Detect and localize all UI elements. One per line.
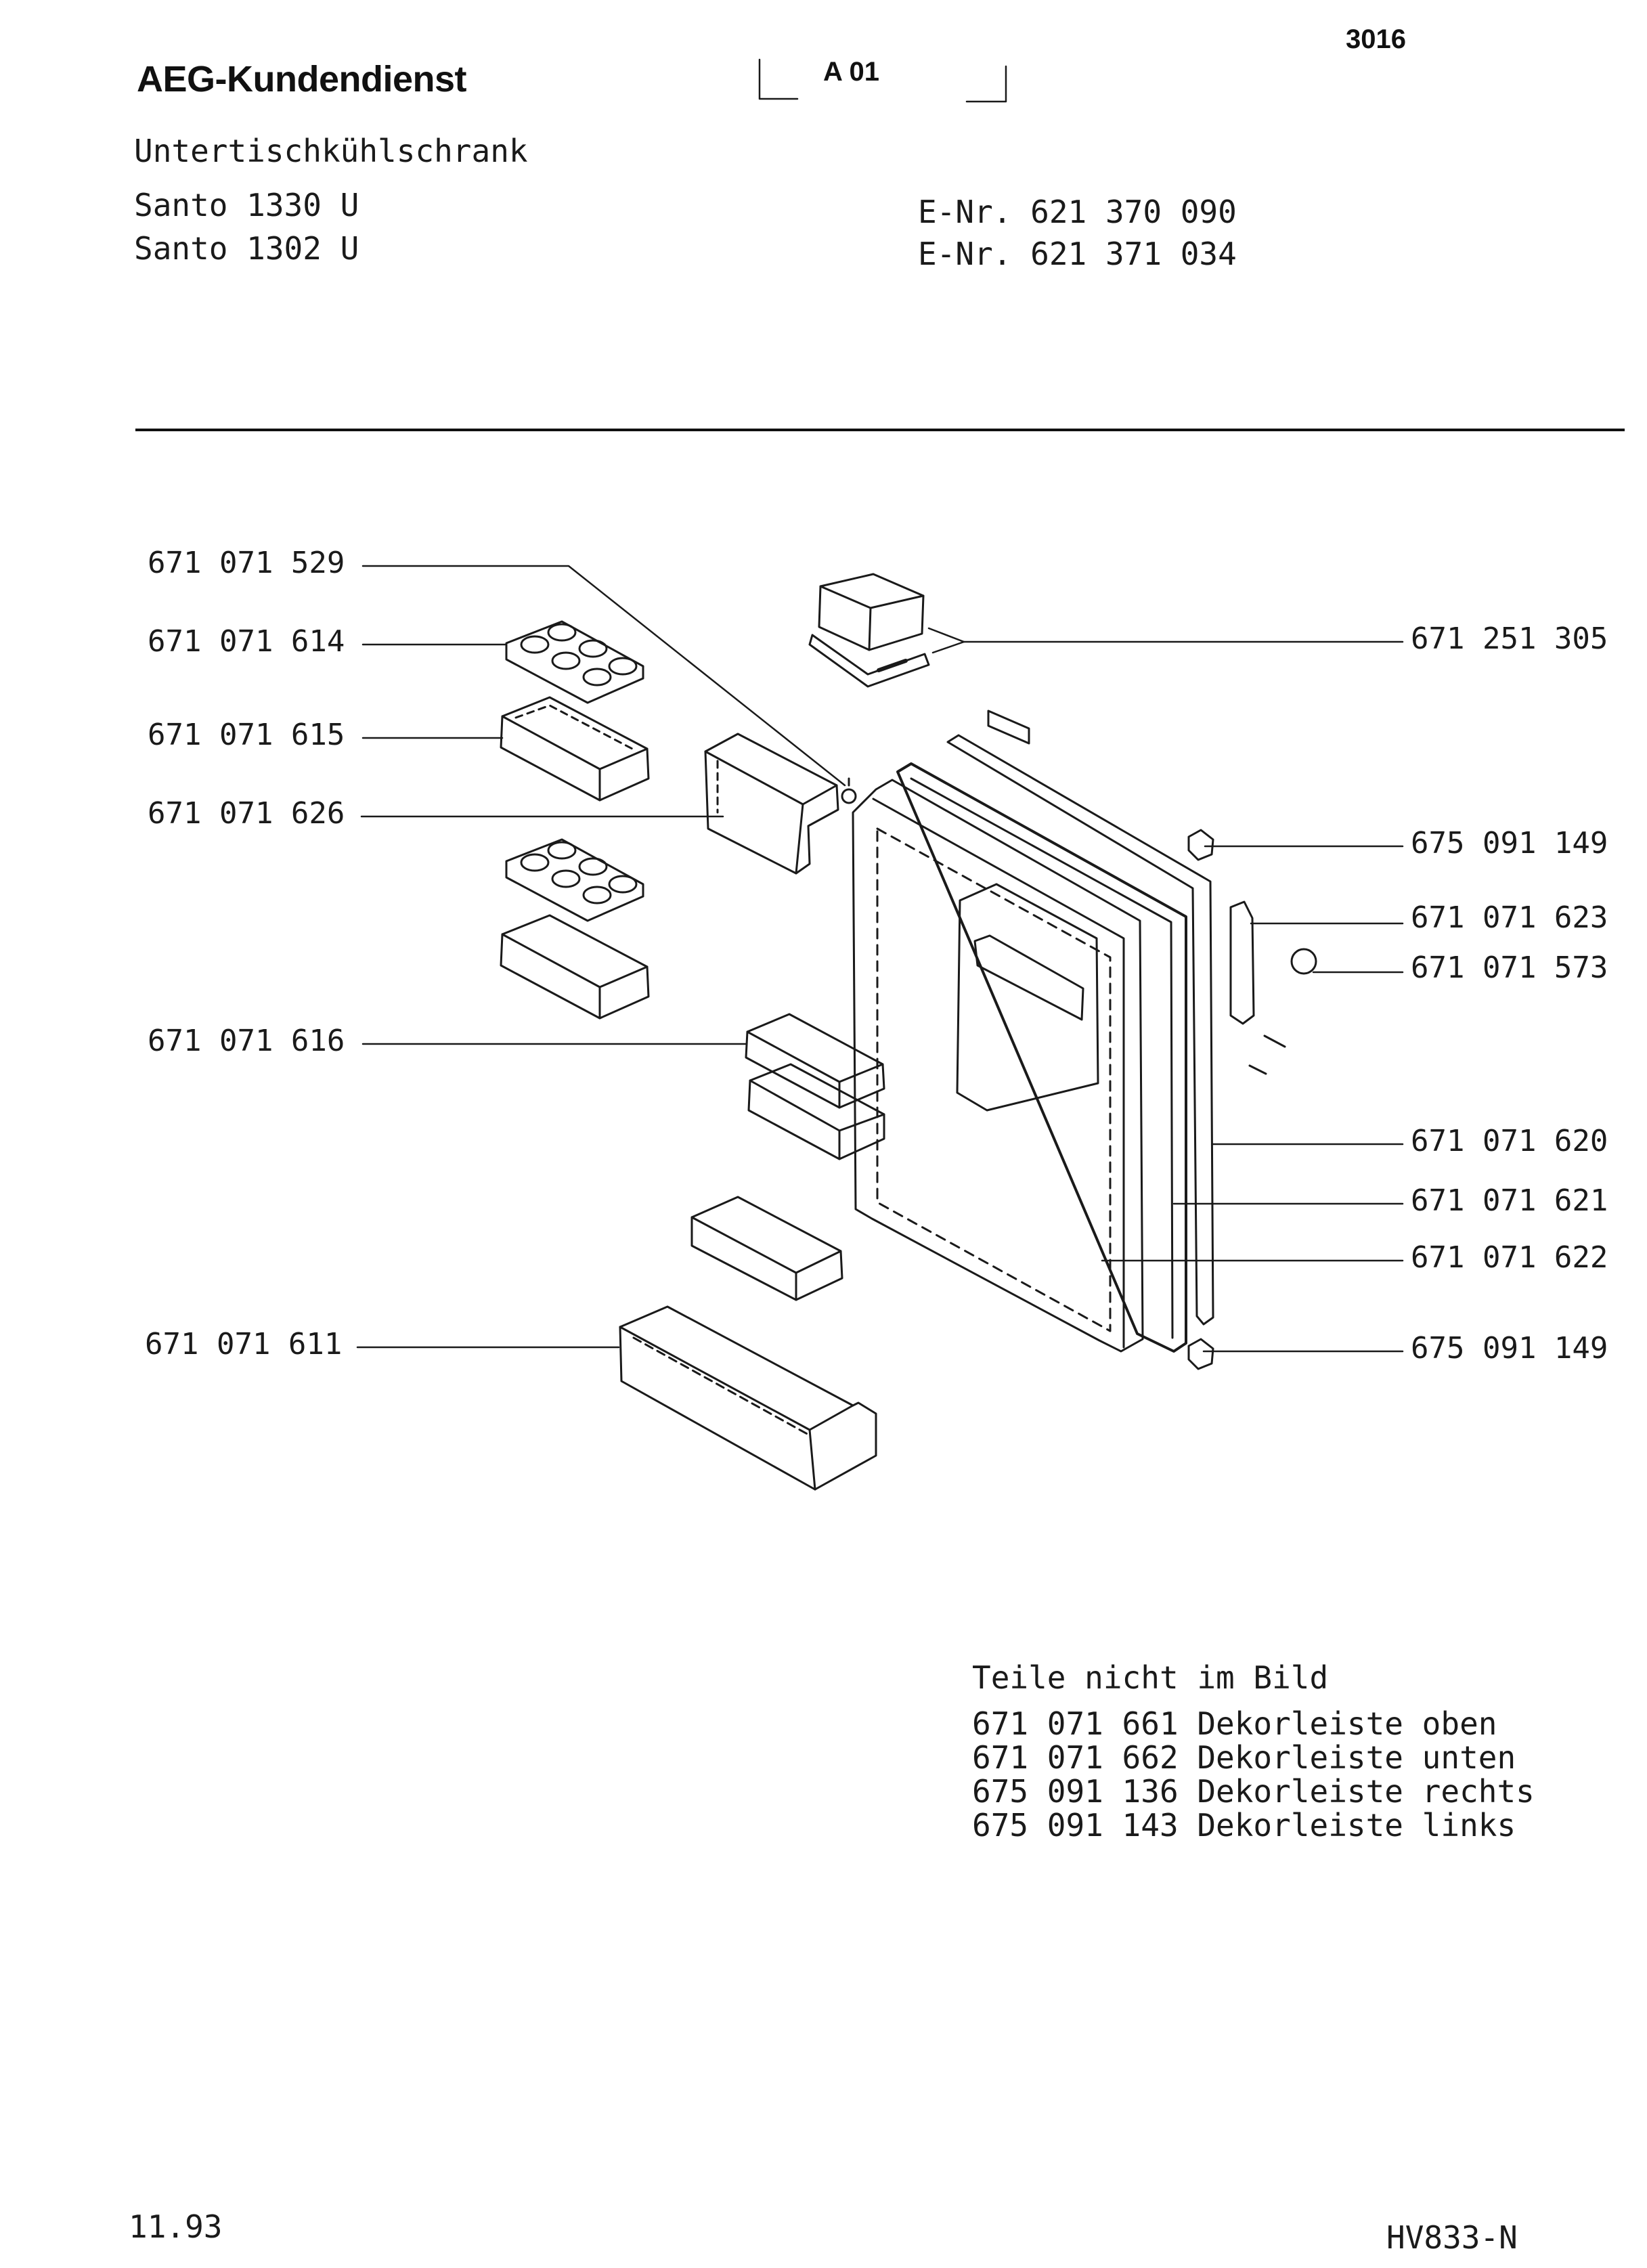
page-number: 3016 [1346,24,1406,54]
hinge-parts [1189,830,1316,1369]
parts-not-shown-row-4: 675 091 143 Dekorleiste links [972,1808,1535,1842]
callout-right-1: 671 251 305 [1411,621,1608,656]
part-number: 671 071 661 [972,1705,1179,1742]
parts-not-shown: Teile nicht im Bild 671 071 661 Dekorlei… [972,1661,1535,1842]
callout-left-3: 671 071 615 [148,718,345,752]
product-type: Untertischkühlschrank [134,133,528,169]
callout-right-4: 671 071 573 [1411,951,1608,985]
egg-tray-top [506,621,643,703]
parts-not-shown-row-2: 671 071 662 Dekorleiste unten [972,1741,1535,1774]
part-description: Dekorleiste links [1197,1807,1516,1844]
callout-right-7: 671 071 622 [1411,1240,1608,1275]
leader-lines-left [357,566,845,1347]
part-number: 671 071 662 [972,1739,1179,1776]
bottle-rack [620,1307,876,1489]
callout-right-3: 671 071 623 [1411,900,1608,935]
brand-title: AEG-Kundendienst [137,59,467,100]
callout-right-8: 675 091 149 [1411,1331,1608,1366]
storage-box-lower [692,1197,842,1300]
header-divider [135,429,1625,431]
callout-left-1: 671 071 529 [148,546,345,580]
footer-doc-code: HV833-N [1386,2219,1518,2256]
door-outer-panel [948,711,1213,1324]
header-bracket-marks [760,60,1006,102]
callout-left-2: 671 071 614 [148,624,345,659]
model-name-1: Santo 1330 U [134,187,359,223]
egg-tray-second [506,839,643,921]
part-description: Dekorleiste unten [1197,1739,1516,1776]
screw-529 [842,779,856,803]
part-number: 675 091 136 [972,1773,1179,1810]
part-description: Dekorleiste rechts [1197,1773,1535,1810]
model-enr-1: E-Nr. 621 370 090 [918,194,1237,230]
model-enr-2: E-Nr. 621 371 034 [918,236,1237,272]
parts-not-shown-row-3: 675 091 136 Dekorleiste rechts [972,1774,1535,1808]
callout-right-5: 671 071 620 [1411,1124,1608,1158]
door-seal [898,764,1186,1351]
storage-box-second [501,915,649,1018]
callout-left-4: 671 071 626 [148,796,345,831]
butter-compartment [746,1014,884,1159]
door-inner-liner [853,780,1143,1351]
part-number: 675 091 143 [972,1807,1179,1844]
part-description: Dekorleiste oben [1197,1705,1497,1742]
door-box-626 [705,734,838,873]
callout-right-2: 675 091 149 [1411,826,1608,860]
top-tray [810,574,929,686]
callout-left-5: 671 071 616 [148,1024,345,1058]
model-name-2: Santo 1302 U [134,230,359,267]
callout-right-6: 671 071 621 [1411,1183,1608,1218]
parts-not-shown-heading: Teile nicht im Bild [972,1659,1329,1696]
storage-box-top [501,697,649,800]
footer-date: 11.93 [129,2208,223,2245]
leader-lines-right [929,628,1403,1351]
sheet-code: A 01 [823,57,880,87]
callout-left-6: 671 071 611 [145,1327,343,1361]
parts-not-shown-row-1: 671 071 661 Dekorleiste oben [972,1707,1535,1741]
